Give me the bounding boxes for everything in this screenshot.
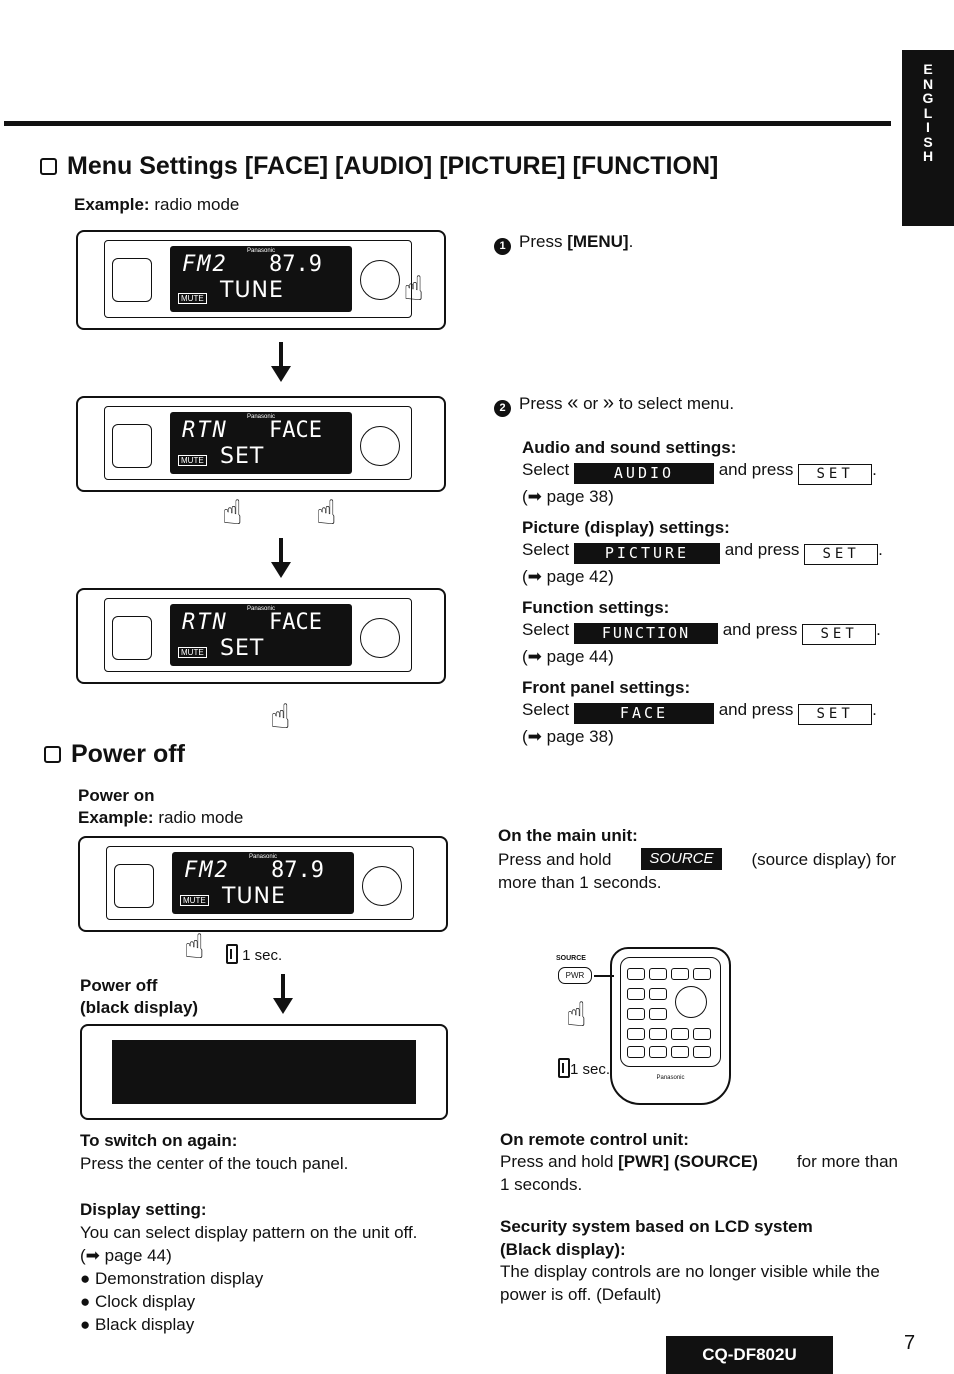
remote-one-second-note: 1 sec. — [558, 1058, 610, 1081]
power-off-heading: Power off (black display) — [80, 976, 199, 1017]
face-chip: FACE — [573, 703, 714, 724]
hourglass-icon — [226, 944, 238, 964]
pointing-hand-icon: ☝ — [270, 698, 291, 736]
lang-letter: H — [922, 148, 934, 164]
menu-button-icon — [360, 618, 400, 658]
picture-chip: PICTURE — [573, 543, 720, 564]
language-tab: E N G L I S H — [902, 50, 954, 226]
page-number: 7 — [904, 1332, 916, 1354]
chevron-right-icon: » — [602, 392, 615, 414]
menu-button-icon — [360, 260, 400, 300]
lang-letter: E — [923, 61, 933, 77]
pointing-hand-icon: ☝ — [316, 494, 337, 532]
pwr-button-icon: PWR — [558, 967, 592, 984]
source-chip: SOURCE — [641, 848, 722, 870]
set-chip: SET — [804, 544, 879, 565]
lcd-display: Panasonic RTN FACE SET MUTE — [170, 604, 352, 666]
lcd-display: Panasonic RTN FACE SET MUTE — [170, 412, 352, 474]
switch-on-text: Press the center of the touch panel. — [80, 1154, 349, 1173]
pointing-hand-icon: ☝ — [566, 996, 587, 1034]
menu-button-icon — [362, 866, 402, 906]
remote-control-icon: Panasonic — [610, 947, 731, 1105]
bullet-list: ● Demonstration display ● Clock display … — [80, 1267, 263, 1336]
head-unit-illustration: Panasonic RTN FACE SET MUTE — [76, 396, 446, 492]
list-item: ● Clock display — [80, 1292, 196, 1311]
lang-letter: G — [922, 90, 934, 106]
lang-letter: S — [923, 133, 933, 150]
security-heading: Security system based on LCD system (Bla… — [500, 1217, 813, 1259]
volume-knob-icon — [114, 864, 154, 908]
menu-settings-title: Menu Settings [FACE] [AUDIO] [PICTURE] [… — [40, 152, 718, 181]
checkbox-square-icon — [44, 746, 61, 763]
model-number: CQ-DF802U — [666, 1336, 833, 1374]
head-unit-illustration: Panasonic RTN FACE SET MUTE — [76, 588, 446, 684]
menu-example: Example: radio mode — [74, 195, 240, 214]
lang-letter: I — [926, 119, 930, 135]
set-chip: SET — [802, 624, 877, 645]
audio-chip: AUDIO — [573, 463, 714, 484]
lcd-display: Panasonic FM2 87.9 TUNE MUTE — [170, 246, 352, 312]
settings-item: Picture (display) settings: Select PICTU… — [522, 518, 883, 586]
head-unit-illustration: Panasonic FM2 87.9 TUNE MUTE ☝ — [76, 230, 446, 330]
switch-on-heading: To switch on again: — [80, 1131, 238, 1150]
pointing-hand-icon: ☝ — [184, 928, 205, 966]
volume-knob-icon — [112, 258, 152, 302]
remote-source-label: SOURCE — [556, 955, 586, 962]
checkbox-square-icon — [40, 158, 57, 175]
volume-knob-icon — [112, 616, 152, 660]
display-setting-text: You can select display pattern on the un… — [80, 1223, 418, 1242]
security-text: The display controls are no longer visib… — [500, 1262, 880, 1304]
display-setting-page: (➡ page 44) — [80, 1246, 172, 1265]
black-display — [112, 1040, 416, 1104]
power-off-title: Power off — [44, 740, 185, 769]
power-example: Example: radio mode — [78, 808, 244, 827]
remote-heading: On remote control unit: — [500, 1130, 689, 1149]
lcd-display: Panasonic FM2 87.9 TUNE MUTE — [172, 852, 354, 914]
settings-item: Function settings: Select FUNCTION and p… — [522, 598, 881, 666]
set-chip: SET — [798, 464, 873, 485]
top-divider — [4, 121, 891, 126]
settings-item: Audio and sound settings: Select AUDIO a… — [522, 438, 877, 506]
set-chip: SET — [798, 704, 873, 725]
settings-list: Audio and sound settings: Select AUDIO a… — [522, 438, 902, 758]
settings-item: Front panel settings: Select FACE and pr… — [522, 678, 877, 746]
display-setting-heading: Display setting: — [80, 1200, 207, 1219]
menu-button-icon — [360, 426, 400, 466]
main-unit-text: Press and hold SOURCE (source display) f… — [498, 848, 896, 892]
volume-knob-icon — [112, 424, 152, 468]
head-unit-illustration: Panasonic FM2 87.9 TUNE MUTE — [78, 836, 448, 932]
remote-text: Press and hold [PWR] (SOURCE) for more t… — [500, 1152, 898, 1194]
lang-letter: L — [923, 104, 933, 121]
pointing-hand-icon: ☝ — [222, 494, 243, 532]
list-item: ● Black display — [80, 1315, 195, 1334]
main-unit-heading: On the main unit: — [498, 826, 638, 845]
head-unit-black-illustration — [80, 1024, 448, 1120]
one-second-note: 1 sec. — [226, 944, 282, 967]
function-chip: FUNCTION — [573, 623, 718, 644]
lang-letter: N — [922, 75, 934, 92]
power-on-heading: Power on — [78, 786, 155, 805]
hourglass-icon — [558, 1058, 570, 1078]
pointing-hand-icon: ☝ — [403, 270, 424, 308]
chevron-left-icon: « — [567, 392, 579, 414]
list-item: ● Demonstration display — [80, 1269, 264, 1288]
